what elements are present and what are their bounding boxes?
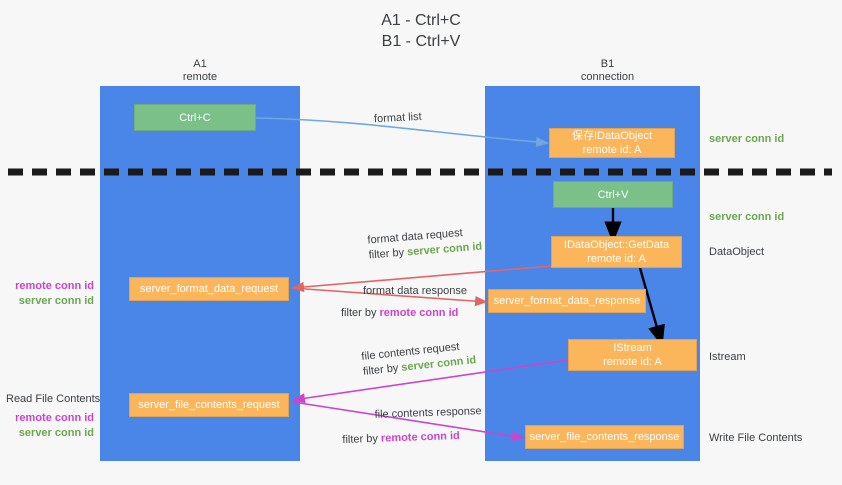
- node-ctrl-c[interactable]: Ctrl+C: [134, 104, 256, 131]
- left-label-remote-conn-id-lower: remote conn id: [15, 412, 94, 424]
- node-getdata-line2: remote id: A: [587, 253, 646, 265]
- right-label-server-conn-id-mid: server conn id: [709, 211, 785, 223]
- node-save-idataobject-line1: 保存IDataObject: [571, 130, 653, 142]
- node-istream-line2: remote id: A: [603, 356, 662, 368]
- page-title: A1 - Ctrl+C B1 - Ctrl+V: [0, 10, 842, 52]
- left-label-read-file-contents: Read File Contents: [6, 393, 101, 405]
- node-server-file-contents-response[interactable]: server_file_contents_response: [525, 425, 684, 449]
- filter-prefix: filter by: [341, 307, 380, 319]
- node-server-file-contents-response-label: server_file_contents_response: [529, 431, 680, 443]
- right-label-istream: Istream: [709, 351, 746, 363]
- filter-value-remote-conn-id: remote conn id: [380, 429, 460, 445]
- node-save-idataobject-line2: remote id: A: [582, 144, 642, 156]
- node-save-idataobject[interactable]: 保存IDataObject remote id: A: [549, 128, 675, 158]
- node-ctrl-v[interactable]: Ctrl+V: [553, 181, 673, 208]
- lane-header-a1-subtitle: remote: [182, 71, 218, 83]
- node-ctrl-v-label: Ctrl+V: [597, 188, 629, 201]
- right-label-dataobject: DataObject: [709, 246, 765, 258]
- edge-label-file-contents-response-line1: file contents response: [374, 405, 482, 421]
- edge-label-format-data-response-line2: filter by remote conn id: [341, 306, 467, 321]
- lane-header-b1: B1 connection: [535, 58, 680, 84]
- edge-label-format-list: format list: [374, 110, 422, 127]
- edge-label-file-contents-response: file contents response filter by remote …: [342, 404, 482, 447]
- node-server-format-data-response-label: server_format_data_response: [493, 295, 641, 307]
- node-istream-line1: IStream: [613, 342, 652, 354]
- dashed-divider: [8, 168, 832, 176]
- edge-label-format-data-response-line1: format data response: [363, 285, 467, 297]
- right-label-server-conn-id-top: server conn id: [709, 133, 785, 145]
- node-ctrl-c-label: Ctrl+C: [179, 111, 211, 124]
- node-server-file-contents-request-label: server_file_contents_request: [138, 399, 280, 411]
- node-server-format-data-request[interactable]: server_format_data_request: [129, 277, 289, 301]
- left-label-remote-conn-id-upper: remote conn id: [15, 280, 94, 292]
- edge-label-format-data-request: format data request filter by server con…: [367, 225, 483, 264]
- lane-header-a1-title: A1: [193, 58, 207, 70]
- filter-value-remote-conn-id: remote conn id: [379, 307, 459, 319]
- node-istream[interactable]: IStream remote id: A: [568, 339, 697, 371]
- node-server-format-data-response[interactable]: server_format_data_response: [488, 289, 646, 313]
- lane-header-b1-subtitle: connection: [580, 71, 635, 83]
- title-line-2: B1 - Ctrl+V: [381, 33, 461, 50]
- node-getdata-line1: IDataObject::GetData: [563, 239, 670, 251]
- lane-header-a1: A1 remote: [140, 58, 260, 84]
- edge-label-format-list-text: format list: [373, 110, 422, 126]
- left-legend-upper: remote conn id server conn id: [8, 279, 94, 309]
- title-line-1: A1 - Ctrl+C: [381, 12, 461, 29]
- node-server-file-contents-request[interactable]: server_file_contents_request: [129, 393, 289, 417]
- node-getdata[interactable]: IDataObject::GetData remote id: A: [551, 236, 682, 268]
- filter-prefix: filter by: [342, 432, 382, 447]
- edge-label-file-contents-request: file contents request filter by server c…: [361, 338, 477, 380]
- node-server-format-data-request-label: server_format_data_request: [139, 283, 279, 295]
- left-label-server-conn-id-upper: server conn id: [18, 295, 94, 307]
- edge-label-file-contents-response-line2: filter by remote conn id: [342, 428, 482, 448]
- left-legend-lower: Read File Contents remote conn id server…: [6, 392, 101, 441]
- filter-prefix: filter by: [368, 246, 408, 262]
- right-label-write-file-contents: Write File Contents: [709, 432, 803, 444]
- lane-header-b1-title: B1: [600, 58, 615, 70]
- edge-label-format-data-response: format data response filter by remote co…: [341, 284, 467, 321]
- filter-prefix: filter by: [362, 361, 402, 378]
- left-label-server-conn-id-lower: server conn id: [18, 427, 94, 439]
